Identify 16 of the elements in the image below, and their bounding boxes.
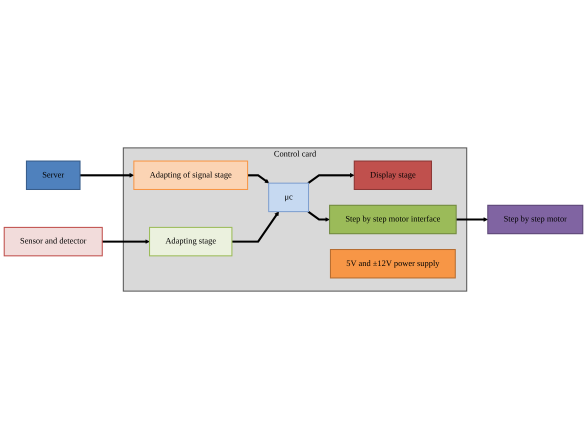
- arrow: [456, 217, 488, 222]
- arrow: [248, 174, 270, 184]
- node-box: μc: [268, 182, 310, 212]
- node-box: Adapting stage: [149, 226, 232, 256]
- node-box: 5V and ±12V power supply: [330, 248, 456, 278]
- node-box: Step by step motor: [487, 204, 584, 234]
- node-box: Server: [26, 160, 81, 190]
- node-box: Step by step motor interface: [329, 204, 457, 234]
- arrow: [102, 239, 150, 244]
- arrow: [80, 172, 134, 178]
- arrow: [232, 211, 279, 243]
- node-box: Display stage: [354, 160, 432, 190]
- arrow: [308, 210, 330, 222]
- node-box: Sensor and detector: [4, 226, 103, 256]
- node-box: Adapting of signal stage: [133, 160, 248, 190]
- arrow: [308, 172, 354, 184]
